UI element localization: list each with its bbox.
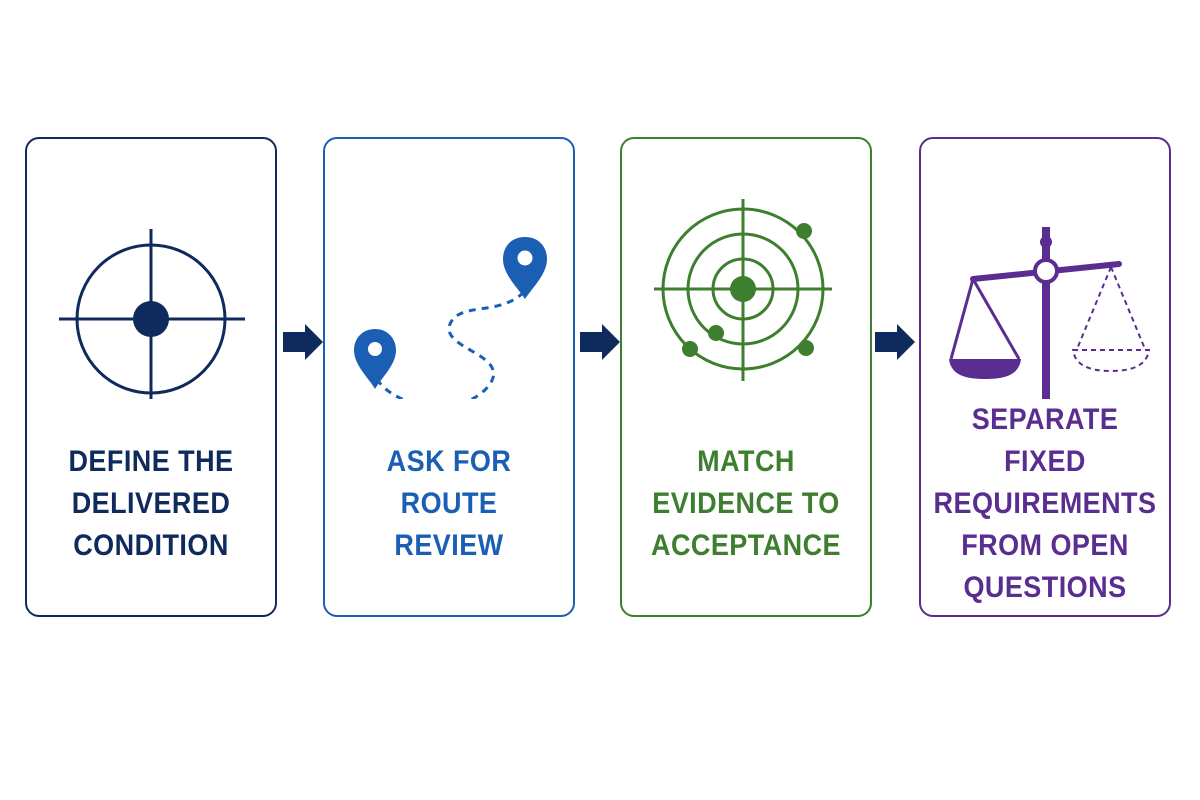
map-pin-icon [503,237,547,299]
route-map-icon [354,237,547,399]
arrow-right-icon [580,324,620,360]
crosshair-icon [59,229,245,399]
radar-target-icon [654,199,832,381]
step-label-match-evidence: MATCH EVIDENCE TO ACCEPTANCE [650,445,842,562]
step-label-separate-requirements: SEPARATE FIXED REQUIREMENTS FROM OPEN QU… [933,403,1157,604]
map-pin-icon [354,329,396,389]
arrow-right-icon [283,324,323,360]
step-card-separate-requirements: SEPARATE FIXED REQUIREMENTS FROM OPEN QU… [919,137,1171,617]
arrow-right-icon [875,324,915,360]
step-card-define: DEFINE THE DELIVERED CONDITION [25,137,277,617]
step-label-define: DEFINE THE DELIVERED CONDITION [68,445,234,562]
step-label-route-review: ASK FOR ROUTE REVIEW [386,445,512,562]
step-card-match-evidence: MATCH EVIDENCE TO ACCEPTANCE [620,137,872,617]
step-card-route-review: ASK FOR ROUTE REVIEW [323,137,575,617]
balance-scale-icon [949,227,1151,399]
